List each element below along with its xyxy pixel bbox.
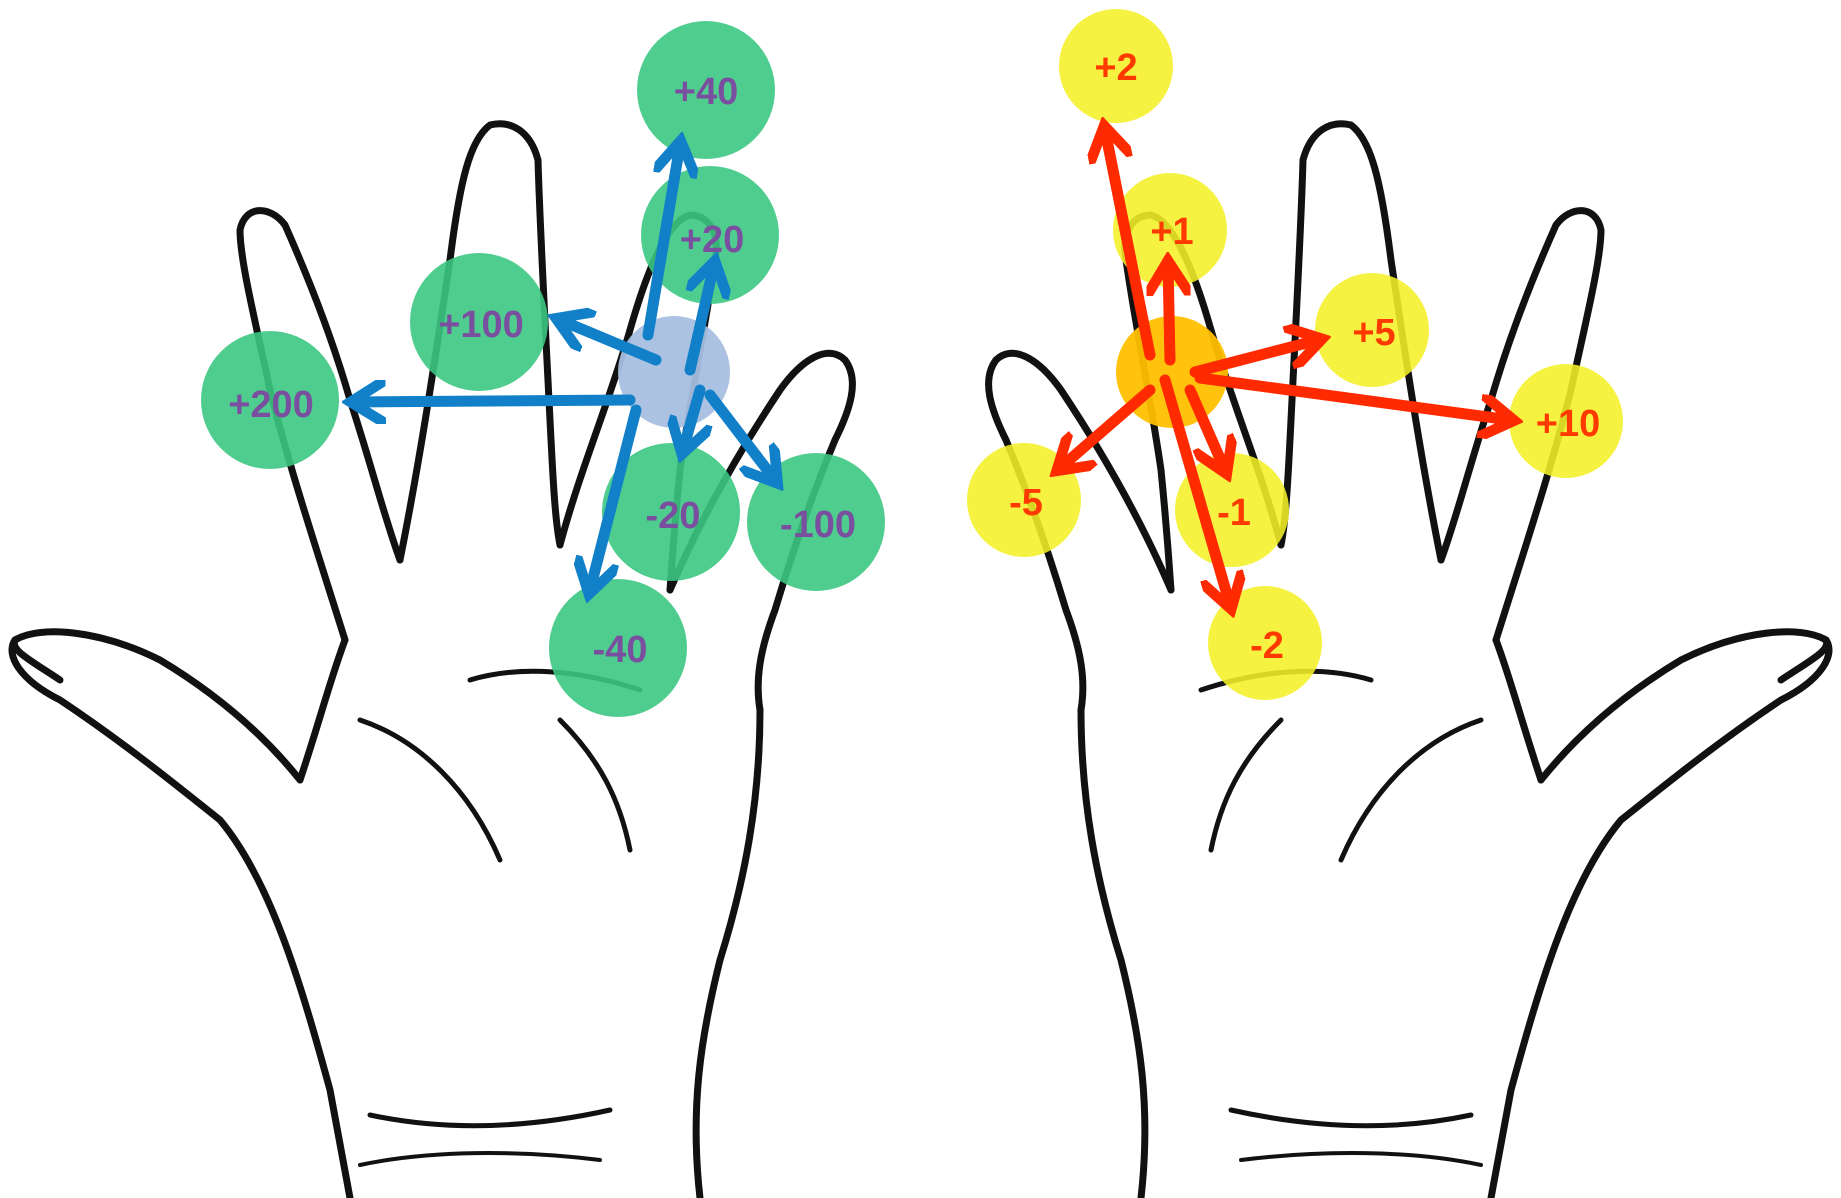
label-plus-2: +2 xyxy=(1094,47,1137,89)
label-minus-5: -5 xyxy=(1009,482,1043,524)
label-minus-40: -40 xyxy=(593,629,648,671)
label-plus-10: +10 xyxy=(1536,403,1600,445)
label-plus-5: +5 xyxy=(1352,312,1395,354)
label-minus-2: -2 xyxy=(1250,625,1284,667)
arrow-plus-1 xyxy=(1168,265,1170,360)
label-plus-1: +1 xyxy=(1150,211,1193,253)
label-plus-100: +100 xyxy=(438,304,524,346)
label-plus-40: +40 xyxy=(674,71,738,113)
label-minus-20: -20 xyxy=(646,495,701,537)
label-minus-1: -1 xyxy=(1217,492,1251,534)
right-hand-outline xyxy=(989,124,1829,1198)
arrow-plus-200 xyxy=(355,400,630,402)
label-plus-200: +200 xyxy=(228,384,314,426)
label-plus-20: +20 xyxy=(680,219,744,261)
label-minus-100: -100 xyxy=(780,504,856,546)
right-hand-labels: +2 +1 +5 +10 -5 -1 -2 xyxy=(1009,47,1600,667)
left-hand-targets xyxy=(201,21,885,717)
